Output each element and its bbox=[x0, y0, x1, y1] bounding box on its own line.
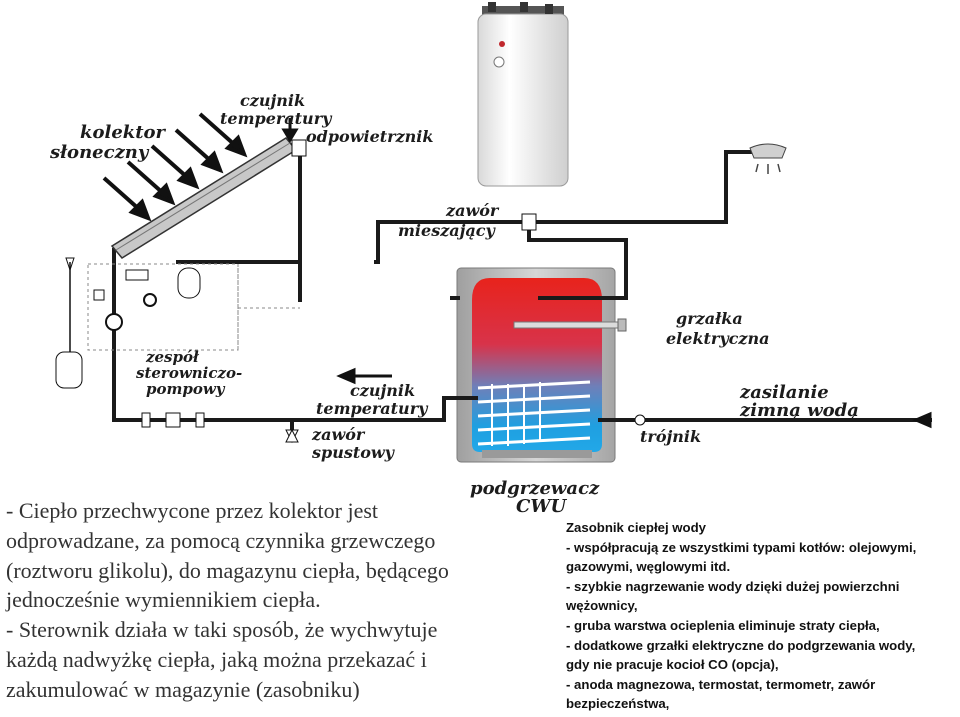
feature-line: bezpieczeństwa, bbox=[566, 696, 670, 712]
description-line: - Sterownik działa w taki sposób, że wyc… bbox=[6, 617, 438, 643]
pump-group bbox=[55, 257, 201, 389]
label-zespol: zespół sterowniczo- pompowy bbox=[136, 348, 247, 398]
description-line: (roztworu glikolu), do magazynu ciepła, … bbox=[6, 557, 449, 583]
feature-line: gdy nie pracuje kocioł CO (opcja), bbox=[566, 657, 779, 673]
description-line: zakumulować w magazynie (zasobniku) bbox=[6, 676, 360, 702]
expansion-vessel-icon bbox=[177, 267, 201, 299]
valve-icon bbox=[93, 289, 105, 301]
tank-features: Zasobnik ciepłej wody - współpracują ze … bbox=[566, 518, 960, 714]
heat-exchanger-coil bbox=[477, 380, 591, 446]
description-line: - Ciepło przechwycone przez kolektor jes… bbox=[6, 498, 379, 523]
label-trojnik: trójnik bbox=[640, 427, 701, 446]
air-vent-icon bbox=[291, 139, 307, 157]
feature-line: - współpracują ze wszystkimi typami kotł… bbox=[566, 539, 917, 555]
feature-line: gazowymi, węglowymi itd. bbox=[566, 559, 731, 575]
supply-arrow-icon bbox=[912, 411, 932, 429]
feature-line: - anoda magnezowa, termostat, termometr,… bbox=[566, 676, 876, 692]
description-line: odprowadzane, za pomocą czynnika grzewcz… bbox=[6, 527, 436, 553]
description-line: jednocześnie wymiennikiem ciepła. bbox=[6, 587, 321, 613]
feature-line: - szybkie nagrzewanie wody dzięki dużej … bbox=[566, 578, 900, 594]
storage-tank bbox=[456, 267, 627, 463]
features-heading: Zasobnik ciepłej wody bbox=[566, 520, 706, 535]
boiler-indicator-icon bbox=[499, 41, 505, 47]
pointer-arrows bbox=[281, 118, 932, 429]
boiler bbox=[477, 2, 569, 187]
label-zawor-mieszajacy: zawór mieszający bbox=[398, 201, 504, 240]
feature-line: - dodatkowe grzałki elektryczne do podgr… bbox=[566, 637, 916, 653]
controller-icon bbox=[125, 269, 149, 281]
label-grzalka: grzałka elektryczna bbox=[666, 309, 769, 348]
pump-icon bbox=[105, 313, 123, 331]
mixing-valve-icon bbox=[521, 213, 537, 231]
label-zasilanie: zasilanie zimną wodą bbox=[739, 382, 859, 421]
electric-heater-rod bbox=[513, 321, 621, 329]
label-odpowietrznik: odpowietrznik bbox=[306, 127, 433, 146]
shower-head-icon bbox=[749, 143, 787, 174]
label-czujnik-bottom: czujnik temperatury bbox=[316, 381, 429, 418]
label-czujnik-top: czujnik temperatury bbox=[220, 91, 333, 128]
boiler-gauge-icon bbox=[493, 56, 505, 68]
tee-fitting-icon bbox=[634, 414, 646, 426]
fittings bbox=[141, 139, 646, 444]
pump-group-box bbox=[87, 263, 239, 351]
label-zawor-spustowy: zawór spustowy bbox=[311, 425, 396, 462]
gauge-icon bbox=[143, 293, 157, 307]
label-podgrzewacz: podgrzewacz CWU bbox=[470, 478, 606, 517]
label-kolektor: kolektor słoneczny bbox=[49, 122, 171, 163]
sun-rays bbox=[102, 112, 248, 222]
description-line: każdą nadwyżkę ciepła, jaką można przeka… bbox=[6, 646, 427, 672]
glycol-tank-icon bbox=[55, 351, 83, 389]
description-left: - Ciepło przechwycone przez kolektor jes… bbox=[6, 496, 526, 705]
feature-line: - gruba warstwa ocieplenia eliminuje str… bbox=[566, 617, 880, 633]
feature-line: wężownicy, bbox=[566, 598, 638, 614]
